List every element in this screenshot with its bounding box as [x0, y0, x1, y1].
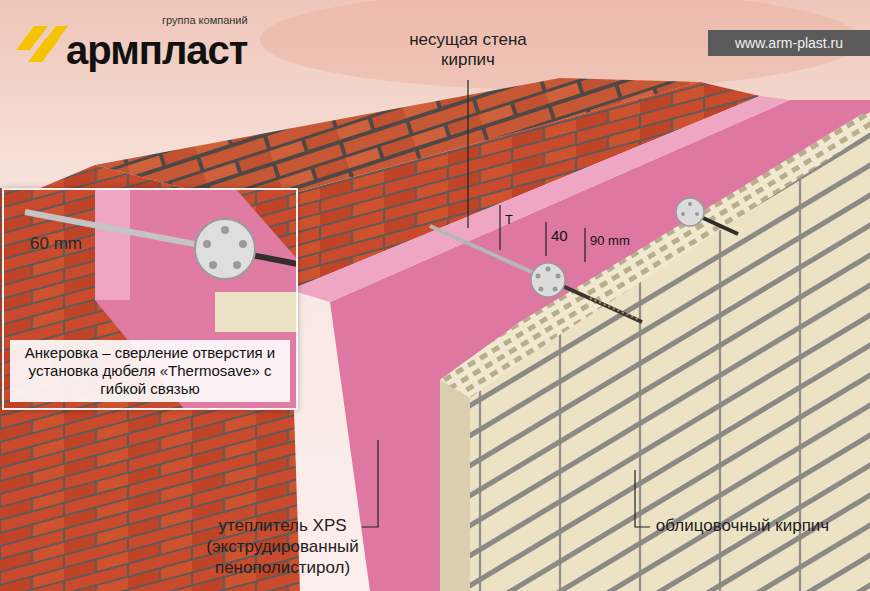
node-text: 60 mm	[30, 234, 82, 254]
caption-box: Анкеровка – сверление отверстия и устано…	[10, 340, 290, 402]
url-band: www.arm-plast.ru	[708, 30, 870, 56]
dimension-label: 90 mm	[590, 233, 630, 248]
company-logo: армпласт	[66, 28, 247, 73]
node-text: www.arm-plast.ru	[735, 35, 843, 51]
facing-brick-label: облицовочный кирпич	[655, 515, 830, 536]
dimension-label: T	[505, 212, 513, 227]
node-text: Анкеровка – сверление отверстия и устано…	[16, 344, 284, 398]
insulation-label: утеплитель XPS (экструдированный пенопол…	[150, 515, 415, 578]
inset-panel: 60 mm Анкеровка – сверление отверстия и у…	[2, 188, 298, 410]
dimension-label: 40	[551, 227, 568, 244]
wall-label: несущая стена кирпич	[393, 30, 543, 70]
company-group: группа компаний	[162, 14, 248, 26]
